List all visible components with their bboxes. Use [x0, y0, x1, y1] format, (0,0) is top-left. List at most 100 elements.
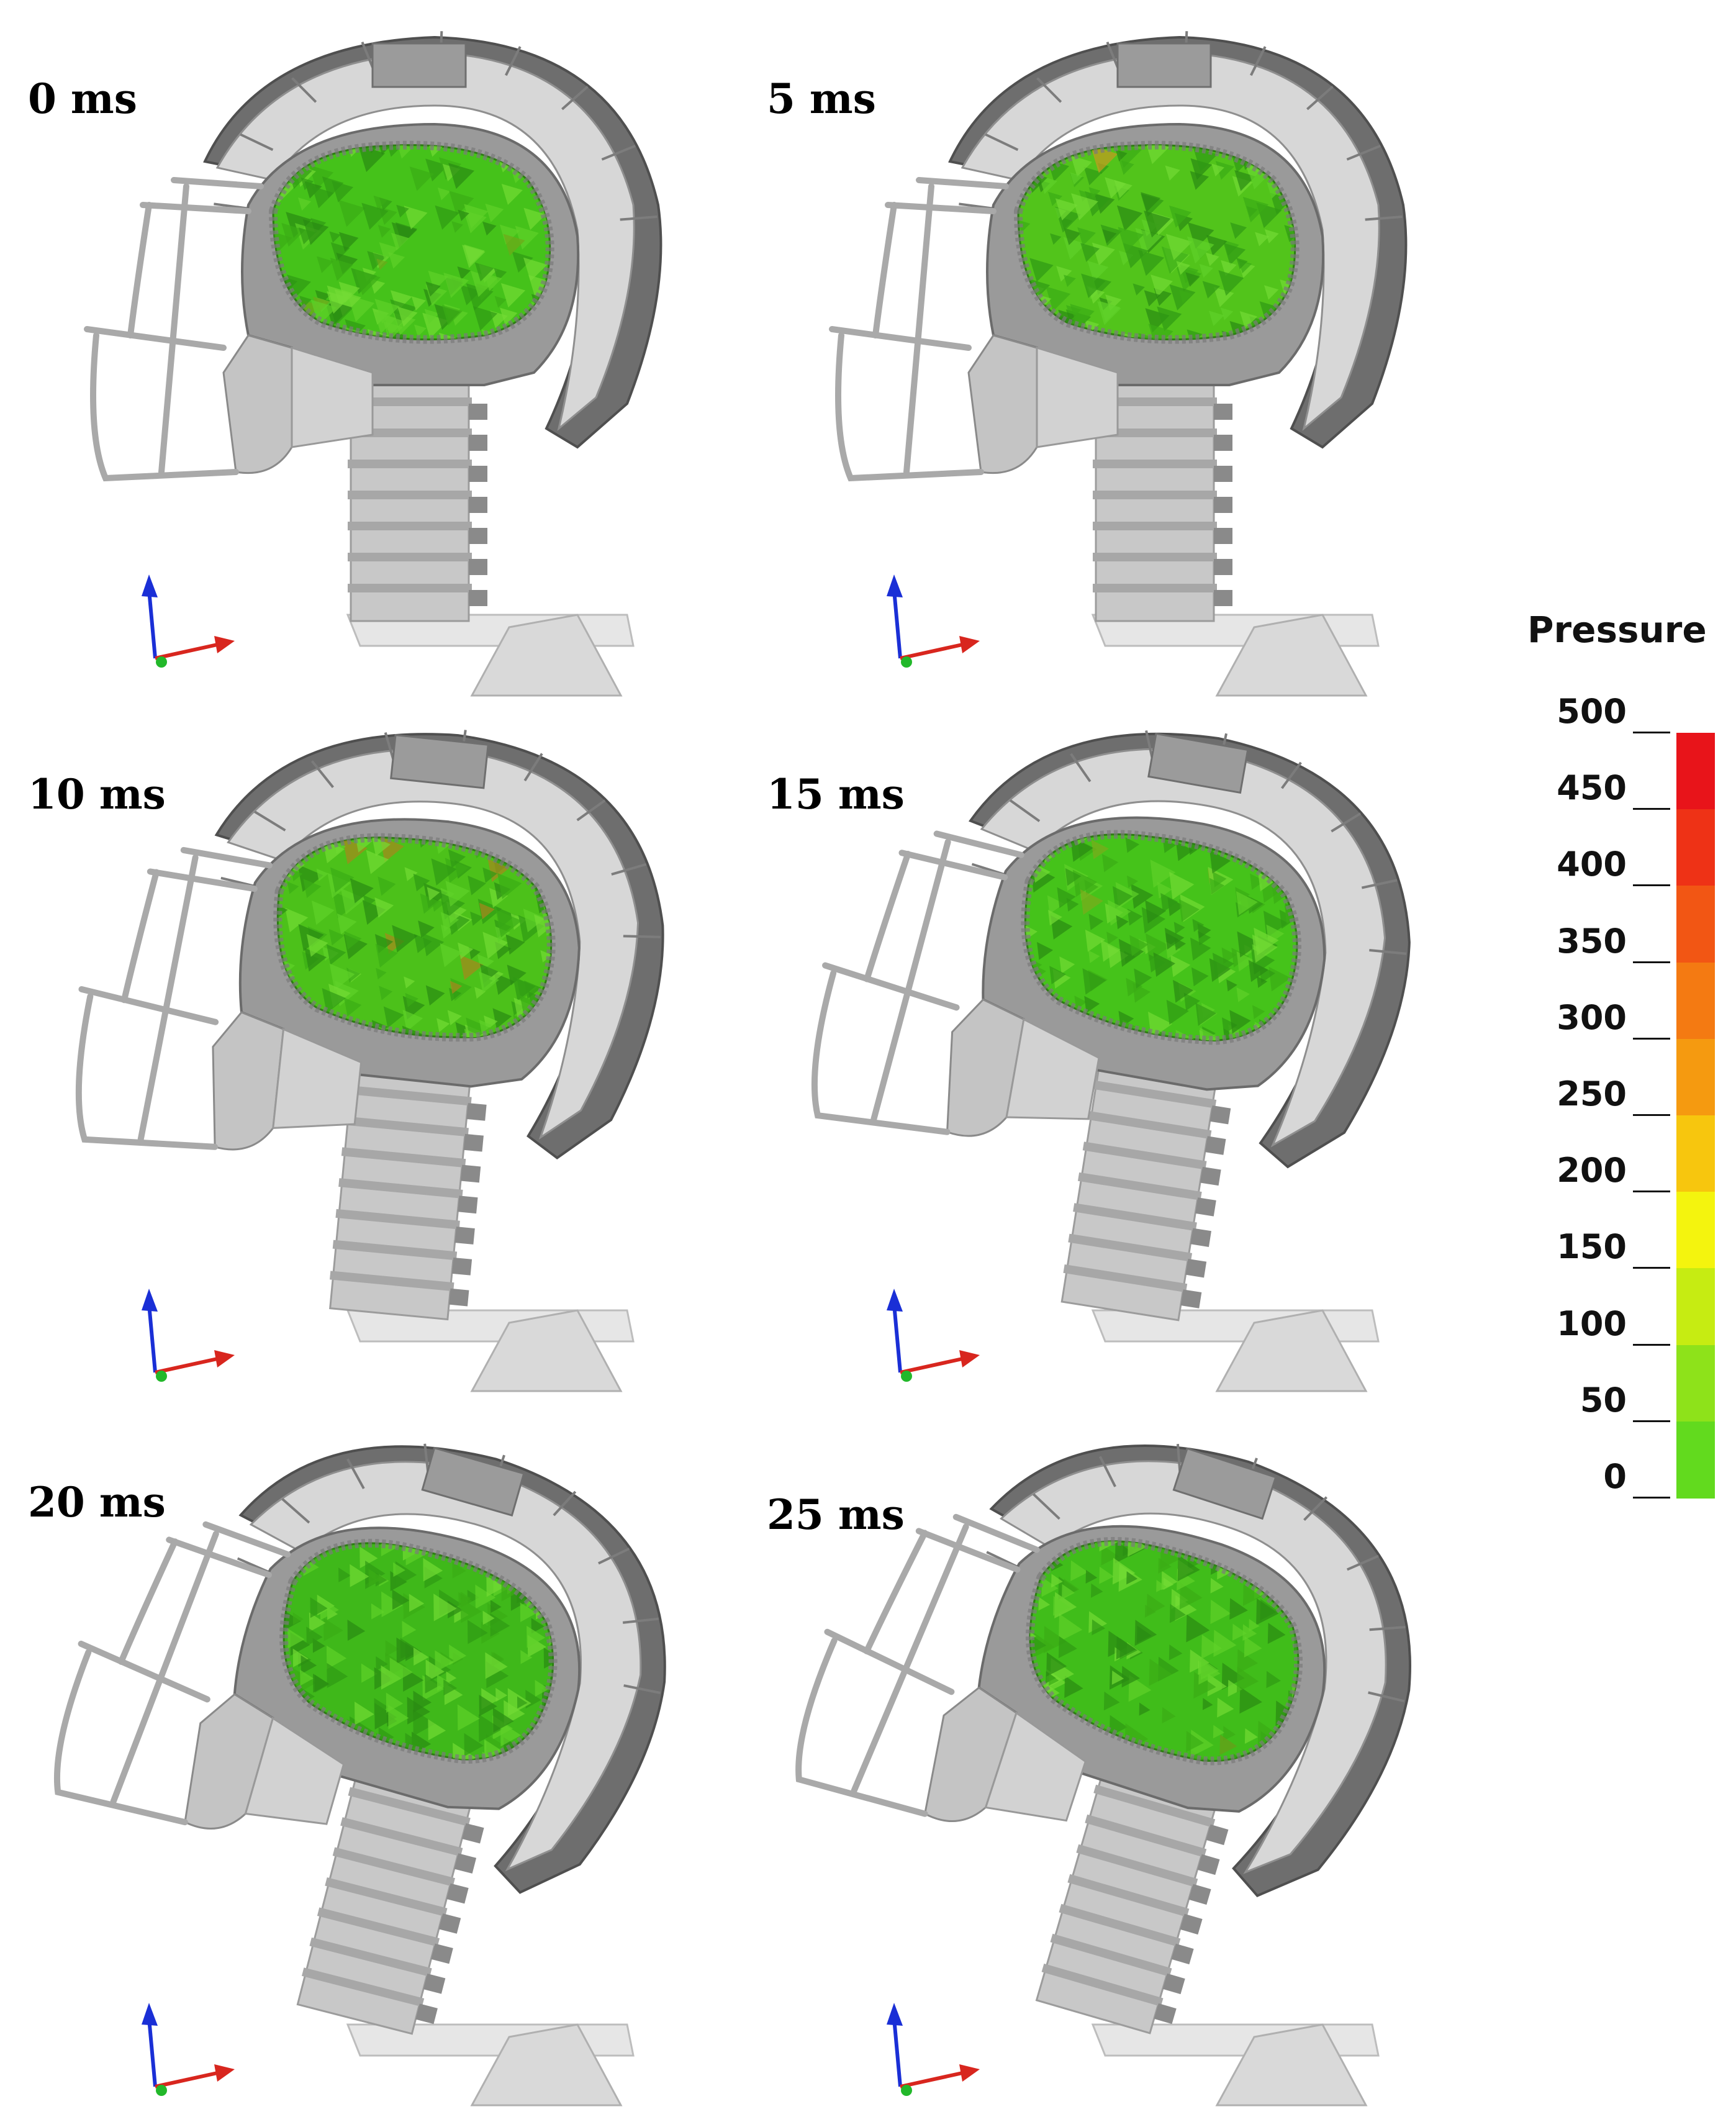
padding-seam — [1098, 1456, 1116, 1487]
legend-color-segment — [1676, 1345, 1715, 1422]
panel-0ms: 0 ms — [0, 0, 745, 697]
spinous-process — [1188, 1884, 1211, 1905]
brain-mesh-facet — [1151, 274, 1173, 297]
spinous-process — [454, 1853, 477, 1874]
brain-mesh-facet — [1145, 900, 1167, 924]
vertebra-band — [301, 1967, 425, 2007]
helmet-model-illustration — [53, 1443, 666, 2107]
brain-mesh-facet — [1041, 1577, 1059, 1597]
spinous-process — [1214, 435, 1232, 451]
brain-mesh-facet — [1100, 940, 1121, 962]
brain-mesh-facet — [464, 204, 489, 229]
brain-mesh-facet — [1115, 150, 1128, 161]
brain-mesh-facet — [420, 893, 440, 914]
brain-mesh-facet — [507, 964, 527, 986]
brain-mesh-facet — [1092, 1619, 1106, 1636]
vertebra-band — [348, 397, 472, 406]
vertebra-band — [348, 460, 472, 468]
vertebra-band — [325, 1877, 448, 1917]
brain-mesh-facet — [392, 1589, 410, 1610]
brain-mesh-facet — [1179, 1582, 1203, 1610]
spinous-process — [415, 2003, 438, 2025]
brain-mesh-facet — [1059, 956, 1075, 974]
brain-mesh-facet — [1202, 281, 1221, 299]
brain-mesh-facet — [490, 1613, 510, 1637]
spinous-process — [469, 435, 487, 451]
spinous-process — [1206, 1824, 1229, 1846]
brain-mesh-facet — [330, 258, 353, 281]
brain-mesh-facet — [303, 879, 322, 898]
brain-mesh-facet — [1239, 1687, 1262, 1714]
brain-mesh-facet — [1121, 1666, 1140, 1688]
brain-mesh-facet — [472, 306, 498, 331]
brain-mesh-facet — [436, 1018, 450, 1033]
brain-mesh-facet — [344, 931, 362, 950]
brain-mesh-facet — [448, 849, 466, 868]
padding-seam — [310, 760, 335, 789]
vertebra-band — [348, 584, 472, 592]
padding-seam — [576, 799, 606, 822]
panel-10ms: 10 ms — [0, 696, 745, 1410]
face-plate — [946, 998, 1025, 1137]
brain-mesh-facet — [482, 932, 509, 959]
brain-mesh-facet — [1210, 1577, 1224, 1594]
brain-mesh-facet — [1116, 915, 1129, 930]
brain-mesh-facet — [1255, 232, 1270, 247]
facemask — [829, 177, 1009, 482]
coordinate-axes — [887, 2003, 980, 2096]
legend-tick-label: 250 — [1557, 1074, 1627, 1113]
brain-mesh-facet — [414, 933, 432, 953]
brain-mesh-facet — [337, 913, 357, 935]
brain-mesh-facet — [440, 892, 465, 920]
brain-mesh-facet — [1062, 1584, 1075, 1600]
axis-z-arrow — [142, 2003, 158, 2026]
facemask-bar — [829, 326, 972, 351]
brain-mesh-facet — [1229, 1010, 1251, 1034]
brain-mesh-facet — [1210, 1599, 1231, 1625]
brain-mesh-facet — [1080, 243, 1100, 262]
brain-mesh-facet — [1047, 895, 1064, 914]
axis-x-arrow — [214, 636, 235, 653]
spinous-process — [423, 1973, 446, 1994]
brain-mesh-facet — [1232, 1623, 1247, 1641]
brain-mesh-facet — [426, 145, 446, 157]
brain-mesh-facet — [363, 895, 376, 909]
brain-mesh-facet — [1132, 283, 1145, 296]
spinous-process — [458, 1195, 478, 1214]
brain-mesh-facet — [1211, 163, 1224, 177]
legend-tick-mark — [1633, 732, 1670, 733]
brain-mesh-facet — [388, 1705, 409, 1730]
jaw — [1036, 346, 1119, 448]
spinous-process — [1214, 404, 1232, 420]
brain-mesh-facet — [479, 902, 495, 920]
brain-mesh-facet — [397, 145, 413, 159]
helmet-crown-pad — [390, 733, 489, 789]
time-label: 5 ms — [767, 75, 876, 123]
brain-mesh-facet — [1074, 995, 1087, 1010]
brain-mesh-facet — [1213, 1630, 1237, 1658]
vertebra-band — [1067, 1874, 1190, 1918]
facemask-bar — [53, 1649, 188, 1826]
legend-tick-label: 300 — [1557, 997, 1627, 1037]
brain-mesh-facet — [1080, 889, 1103, 915]
legend-title: Pressure — [1527, 609, 1707, 651]
facemask-bar — [127, 202, 152, 338]
jaw — [244, 1717, 345, 1825]
brain-mesh-facet — [1088, 950, 1100, 963]
brain-mesh-facet — [1044, 1626, 1067, 1654]
brain-mesh-facet — [1237, 1649, 1259, 1674]
brain-mesh-facet — [347, 1620, 366, 1641]
padding-seam — [561, 85, 589, 111]
brain-mesh-facet — [1139, 1702, 1151, 1716]
brain-mesh-facet — [385, 1640, 399, 1657]
facemask-bar — [863, 1530, 928, 1654]
facemask-bar — [870, 838, 951, 1122]
brain-mesh-facet — [384, 933, 405, 954]
brain-mesh-facet — [413, 1690, 432, 1713]
vertebra-band — [1093, 460, 1217, 468]
brain-mesh-facet — [377, 225, 391, 238]
facemask-bar — [898, 850, 1008, 881]
brain-mesh-facet — [338, 281, 360, 303]
brain-membrane — [279, 1538, 558, 1764]
brain-mesh-facet — [484, 273, 502, 291]
